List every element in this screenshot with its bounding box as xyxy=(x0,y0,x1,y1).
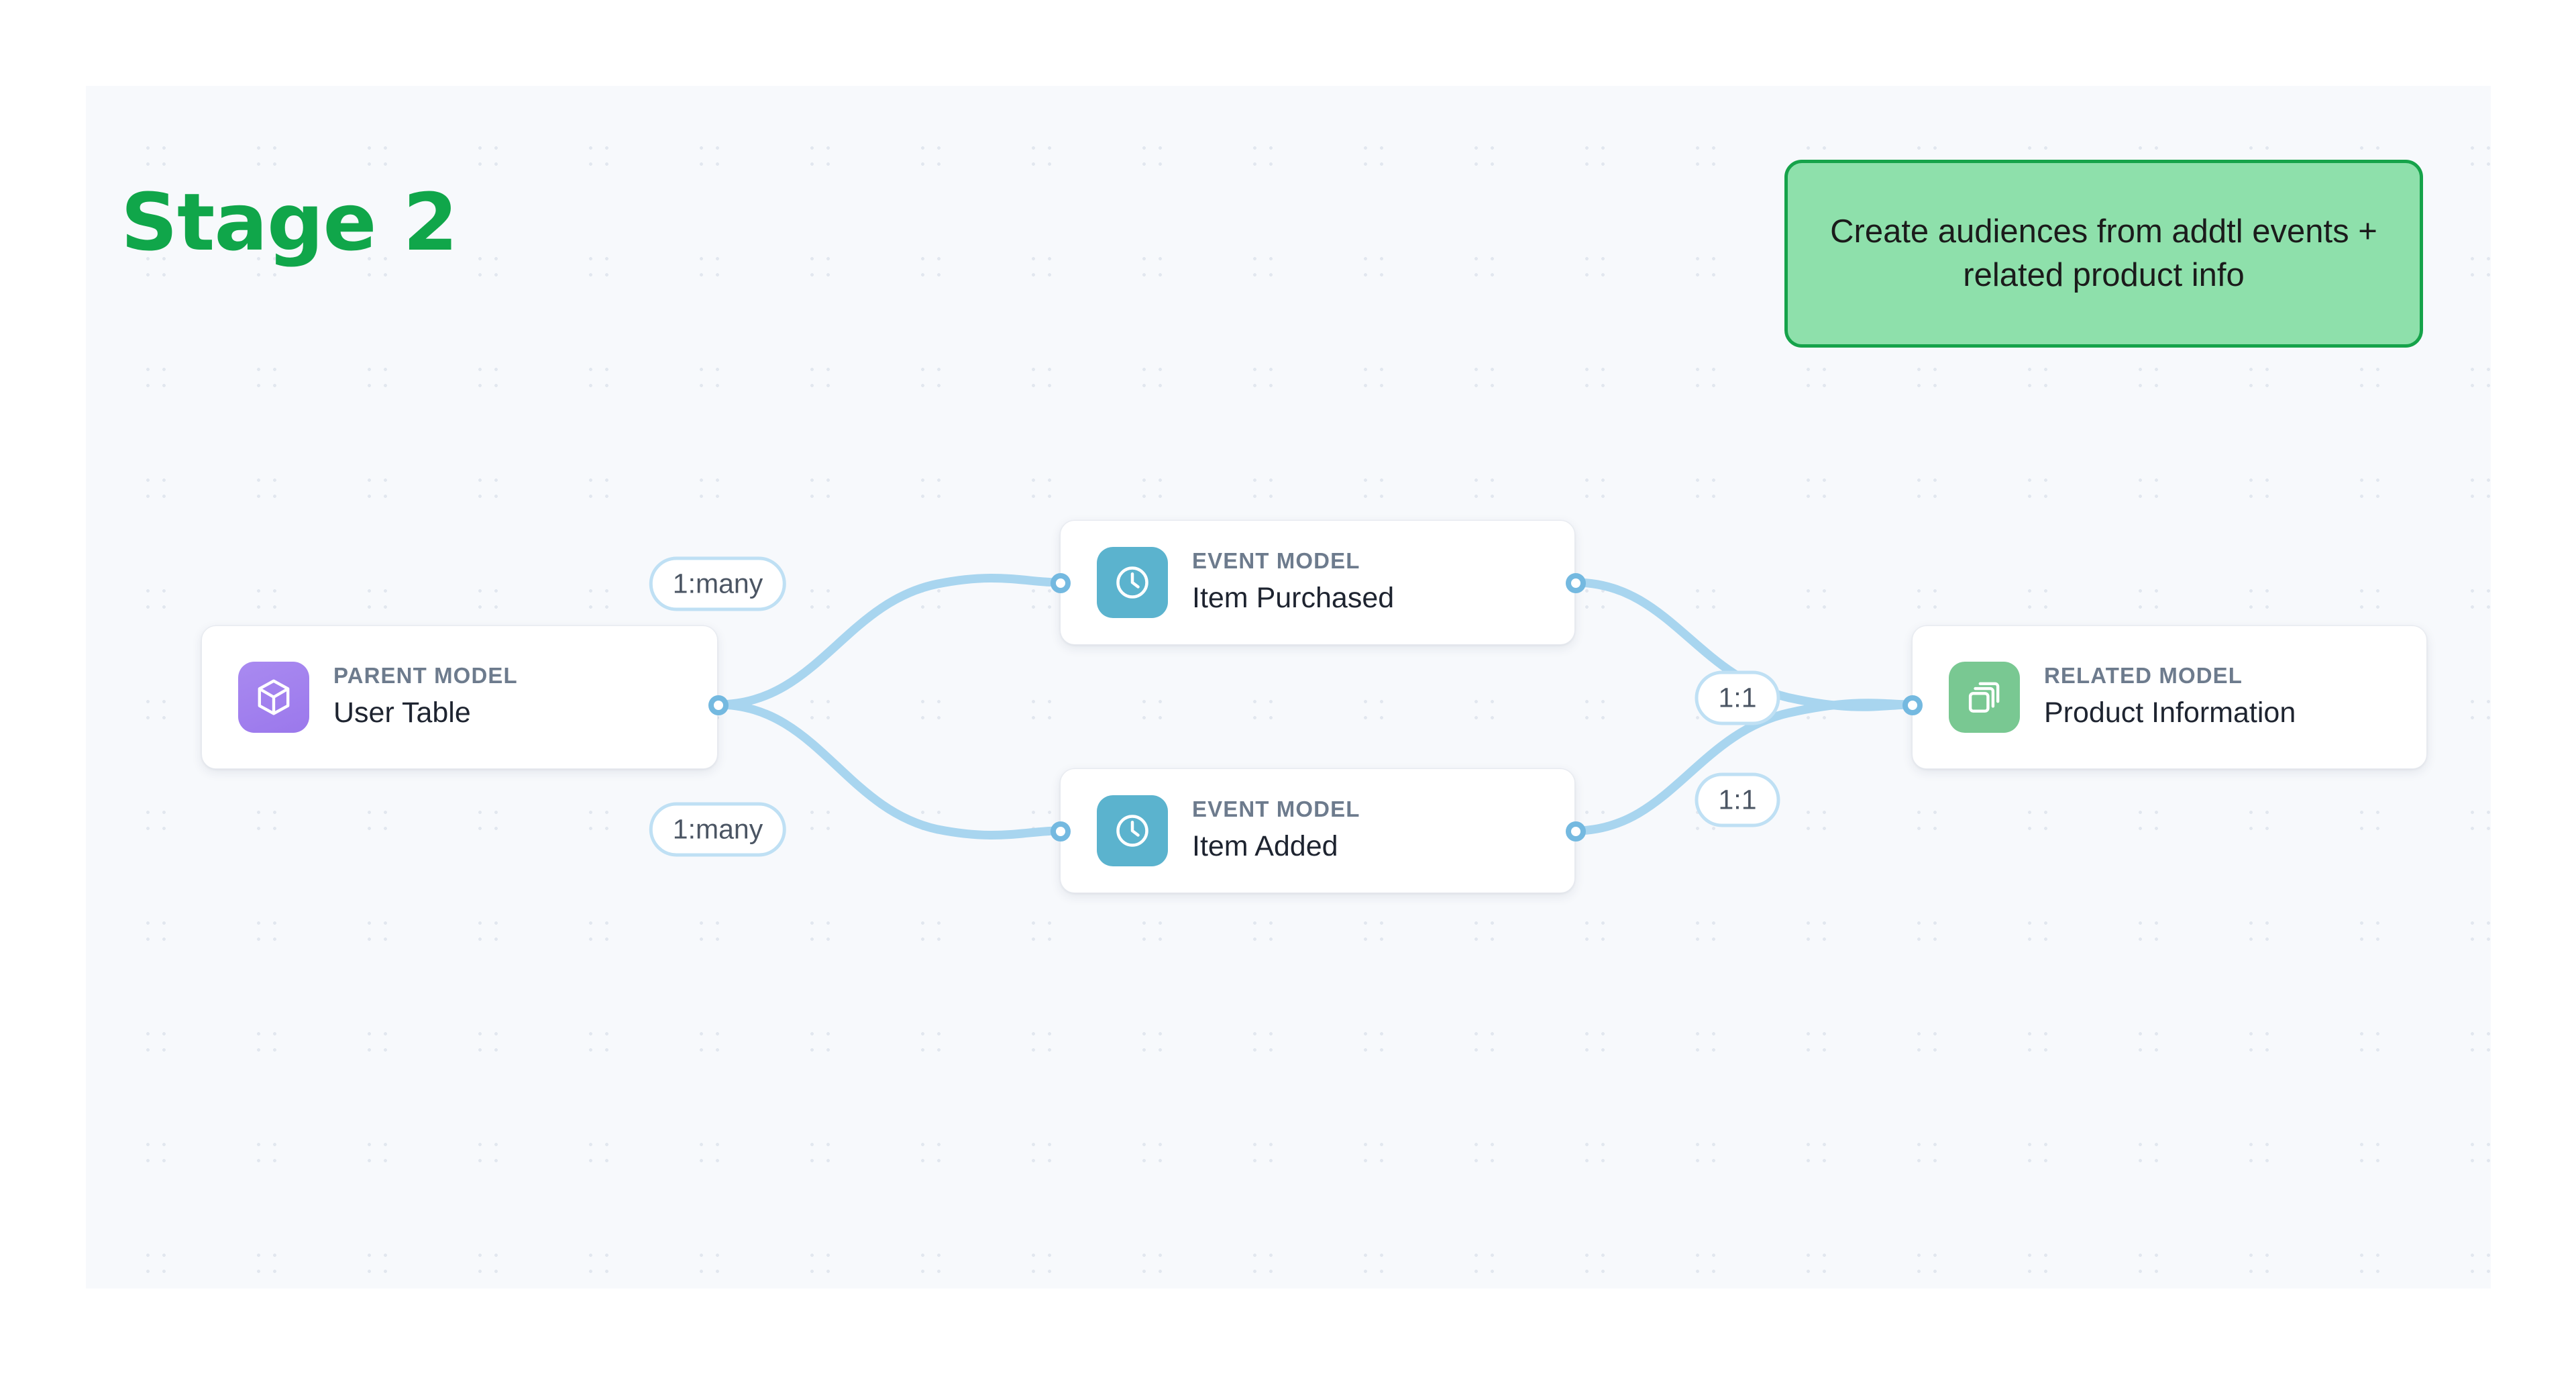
node-related-model[interactable]: RELATED MODEL Product Information xyxy=(1902,625,2427,769)
node-port-left[interactable] xyxy=(1051,573,1071,593)
clock-icon xyxy=(1097,547,1168,618)
node-text-block: PARENT MODEL User Table xyxy=(333,662,518,732)
node-port-left[interactable] xyxy=(1051,821,1071,842)
callout-box: Create audiences from addtl events + rel… xyxy=(1784,160,2423,348)
node-event-item-added[interactable]: EVENT MODEL Item Added xyxy=(1051,768,1586,893)
edge-label-text: 1:many xyxy=(672,813,763,845)
node-text-block: EVENT MODEL Item Added xyxy=(1192,795,1360,866)
node-text-block: RELATED MODEL Product Information xyxy=(2044,662,2296,732)
edge-label-text: 1:1 xyxy=(1718,784,1757,815)
node-port-right[interactable] xyxy=(1566,821,1586,842)
layers-icon xyxy=(1949,662,2020,733)
node-title: Item Purchased xyxy=(1192,581,1395,614)
callout-text: Create audiences from addtl events + rel… xyxy=(1830,213,2377,293)
node-kicker: EVENT MODEL xyxy=(1192,548,1360,574)
node-event-item-purchased[interactable]: EVENT MODEL Item Purchased xyxy=(1051,520,1586,645)
edge-label-parent-to-added[interactable]: 1:many xyxy=(649,802,787,857)
node-parent-model[interactable]: PARENT MODEL User Table xyxy=(201,625,729,769)
node-kicker: PARENT MODEL xyxy=(333,663,518,689)
edge-label-purchased-to-related[interactable]: 1:1 xyxy=(1695,670,1780,725)
node-title: Item Added xyxy=(1192,829,1338,862)
node-port-left[interactable] xyxy=(1902,695,1923,715)
edge-label-text: 1:many xyxy=(672,568,763,599)
edge-label-parent-to-purchased[interactable]: 1:many xyxy=(649,556,787,611)
node-port-right[interactable] xyxy=(708,695,729,715)
node-title: Product Information xyxy=(2044,696,2296,729)
edge-label-added-to-related[interactable]: 1:1 xyxy=(1695,772,1780,827)
node-kicker: RELATED MODEL xyxy=(2044,663,2243,689)
edge-label-text: 1:1 xyxy=(1718,682,1757,713)
page-title: Stage 2 xyxy=(121,176,458,268)
node-port-right[interactable] xyxy=(1566,573,1586,593)
node-title: User Table xyxy=(333,696,471,729)
node-kicker: EVENT MODEL xyxy=(1192,797,1360,822)
cube-icon xyxy=(238,662,309,733)
clock-icon xyxy=(1097,795,1168,866)
node-text-block: EVENT MODEL Item Purchased xyxy=(1192,547,1394,617)
